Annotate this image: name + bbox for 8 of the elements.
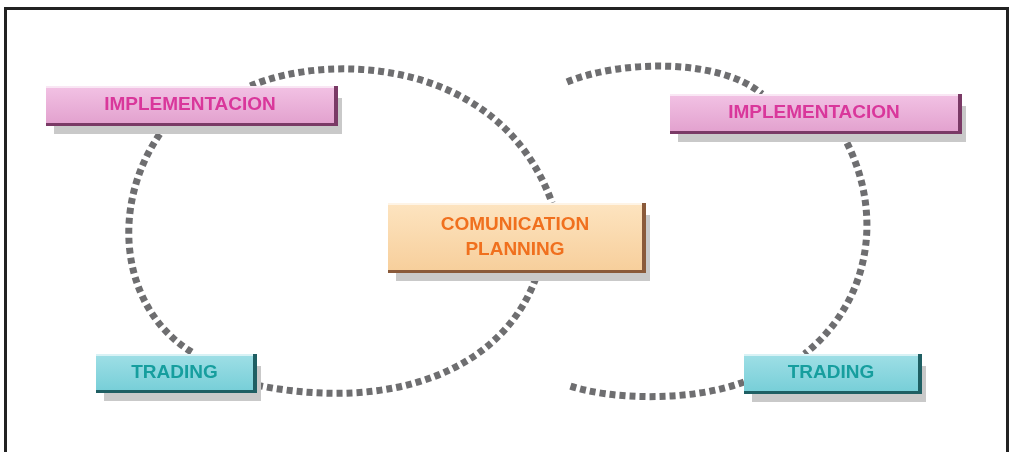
box-label: IMPLEMENTACION	[104, 92, 276, 117]
dotted-connector	[249, 65, 556, 205]
dotted-connector	[565, 62, 764, 97]
box-label: TRADING	[787, 360, 875, 385]
box-label: COMUNICATION PLANNING	[439, 211, 591, 261]
box-label: IMPLEMENTACION	[728, 100, 900, 125]
dotted-connector	[566, 378, 746, 401]
box-label: TRADING	[131, 359, 218, 384]
